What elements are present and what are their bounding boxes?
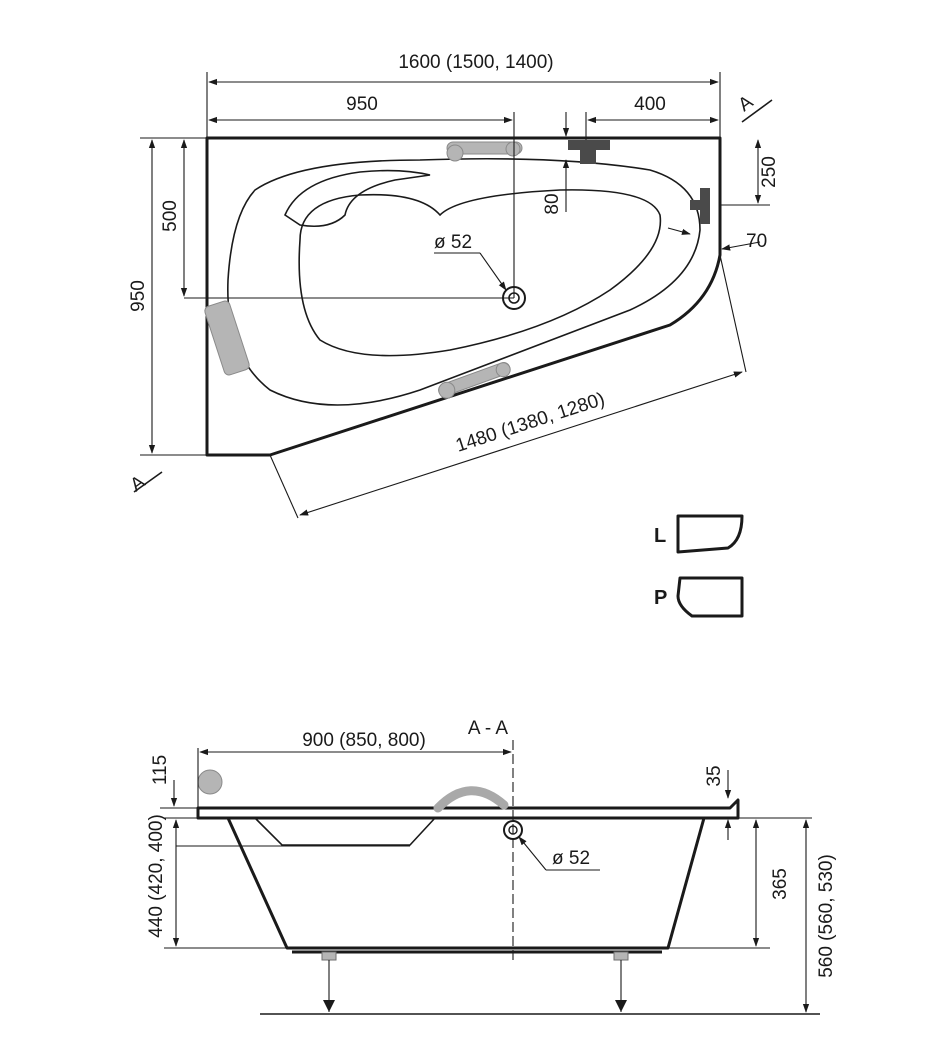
top-view: 1600 (1500, 1400) 950 400 950 500 250 80… bbox=[127, 52, 780, 519]
dim-tap-rim-gap: 80 bbox=[542, 193, 563, 214]
dim-rim-thickness: 35 bbox=[704, 765, 725, 786]
tap-fitting-top bbox=[568, 140, 610, 164]
dim-overall-width: 950 bbox=[128, 280, 149, 312]
dim-rim-offset: 70 bbox=[746, 231, 767, 252]
section-title: A - A bbox=[468, 718, 508, 739]
dim-drain-from-left: 950 bbox=[346, 94, 378, 115]
variant-left: L bbox=[654, 514, 744, 554]
variant-tag-p: P bbox=[654, 587, 667, 609]
section-inner-contour bbox=[254, 817, 436, 846]
dim-tap-offset: 250 bbox=[759, 156, 780, 188]
tub-outline bbox=[205, 136, 722, 457]
section-rim bbox=[196, 798, 740, 820]
dim-headrest-height: 115 bbox=[150, 755, 171, 785]
handle-top bbox=[446, 141, 523, 162]
variant-shape-p bbox=[676, 576, 744, 618]
dim-drain-from-top: 500 bbox=[160, 200, 181, 232]
dim-side-depth: 365 bbox=[770, 868, 791, 900]
dim-drain-diameter: ø 52 bbox=[434, 232, 472, 253]
dim-section-drain-diameter: ø 52 bbox=[552, 848, 590, 869]
dim-inner-depth: 440 (420, 400) bbox=[146, 814, 167, 938]
headrest bbox=[204, 300, 250, 376]
section-handle bbox=[433, 786, 509, 813]
dim-tap-from-right: 400 bbox=[634, 94, 666, 115]
section-view: A - A 900 (850, 800) 115 35 440 (420, 40… bbox=[146, 718, 837, 1015]
variant-right: P bbox=[654, 576, 744, 618]
section-headrest-icon bbox=[197, 769, 223, 795]
tub-backrest-contour bbox=[284, 169, 431, 228]
variant-tag-l: L bbox=[654, 525, 666, 547]
variant-shape-l bbox=[676, 514, 744, 554]
tap-fitting-side bbox=[690, 188, 710, 224]
dim-overall-length: 1600 (1500, 1400) bbox=[398, 52, 553, 73]
dim-drain-position: 900 (850, 800) bbox=[302, 730, 426, 751]
section-body bbox=[226, 817, 706, 950]
section-foot-left bbox=[321, 951, 337, 1012]
tub-basin bbox=[298, 189, 662, 357]
section-foot-right bbox=[613, 951, 629, 1012]
dim-total-height: 560 (560, 530) bbox=[816, 854, 837, 978]
